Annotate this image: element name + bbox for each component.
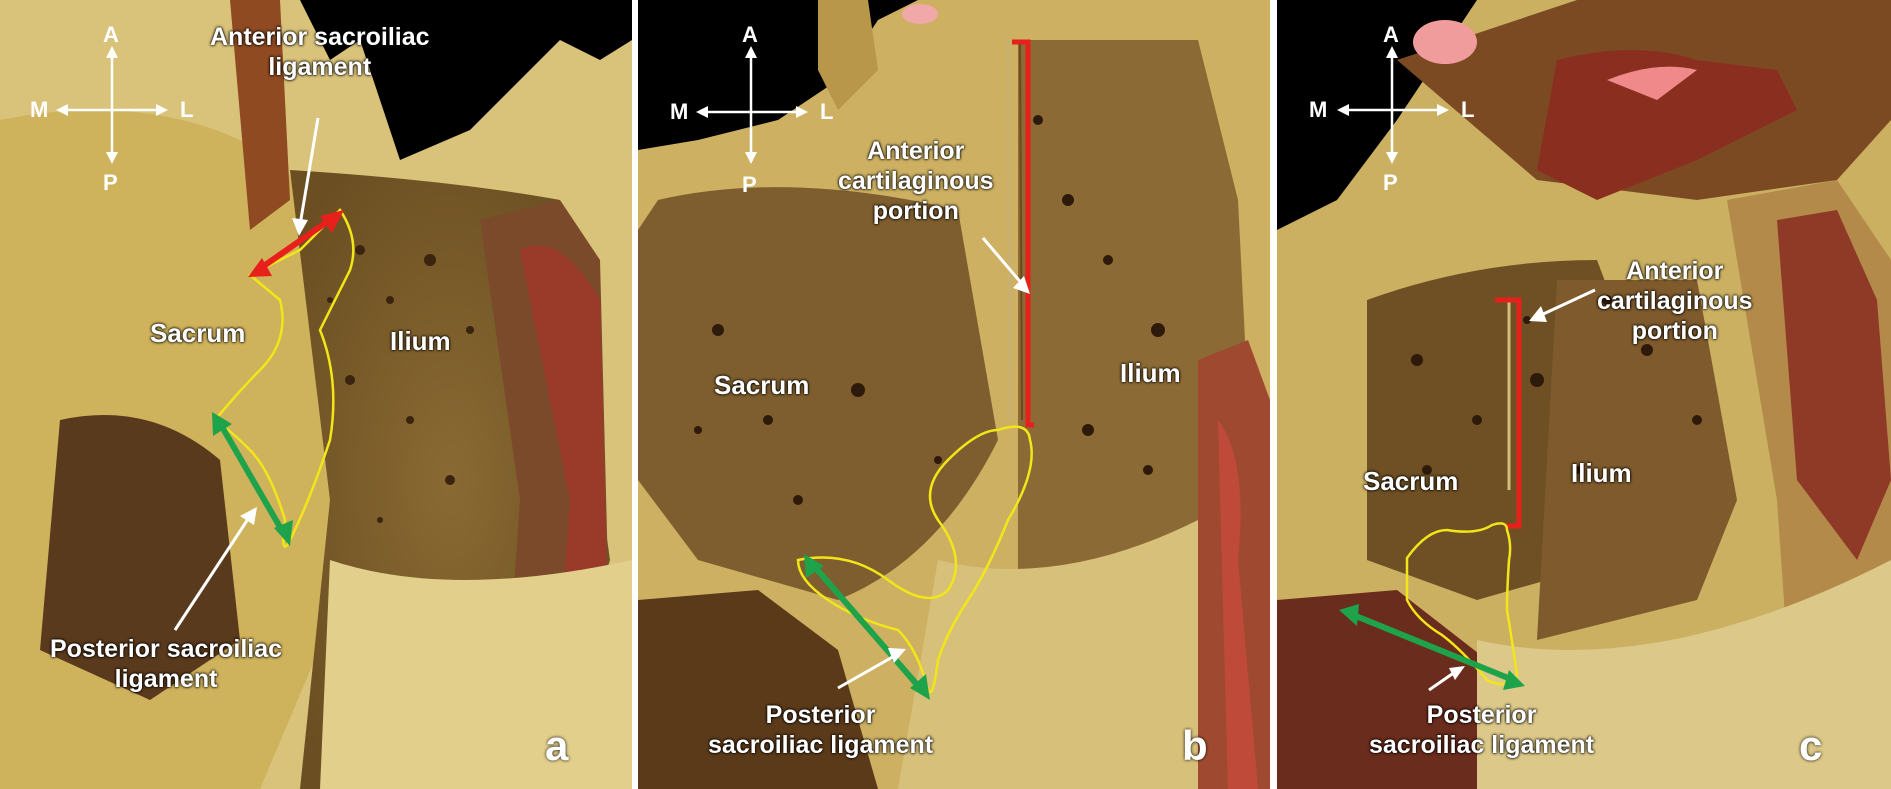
orientation-cross-c bbox=[1337, 46, 1449, 164]
anterior-sacroiliac-ligament-label: Anterior sacroiliac ligament bbox=[210, 23, 430, 81]
sacrum-label: Sacrum bbox=[1363, 466, 1459, 496]
anterior-cartilaginous-bracket-c bbox=[1495, 297, 1522, 529]
panel-b: A P M L Anterior cartilaginous portion S… bbox=[638, 0, 1270, 789]
orientation-p-label: P bbox=[103, 170, 118, 195]
orientation-l-label: L bbox=[1461, 97, 1475, 122]
orientation-a-label: A bbox=[742, 22, 758, 47]
anterior-cartilaginous-portion-label: Anterior cartilaginous portion bbox=[1597, 257, 1753, 345]
sacrum-label: Sacrum bbox=[714, 370, 810, 400]
orientation-l-label: L bbox=[180, 97, 194, 122]
orientation-a-label: A bbox=[103, 22, 119, 47]
posterior-sacroiliac-ligament-label: Posterior sacroiliac ligament bbox=[708, 701, 934, 759]
specimen-image-b bbox=[638, 0, 1270, 789]
joint-outline-a bbox=[213, 208, 355, 548]
orientation-p-label: P bbox=[742, 172, 757, 197]
posterior-ligament-arrow-c bbox=[1339, 604, 1525, 690]
orientation-l-label: L bbox=[820, 99, 834, 124]
sacrum-label: Sacrum bbox=[150, 318, 246, 348]
orientation-cross-a bbox=[56, 46, 168, 164]
panel-letter-a: a bbox=[545, 722, 569, 769]
anterior-cartilaginous-bracket-b bbox=[1012, 39, 1034, 428]
anterior-cartilaginous-portion-label: Anterior cartilaginous portion bbox=[838, 137, 994, 225]
ilium-label: Ilium bbox=[390, 326, 451, 356]
specimen-image-a bbox=[0, 0, 632, 789]
panel-letter-c: c bbox=[1799, 722, 1823, 769]
panel-c: A P M L Anterior cartilaginous portion S… bbox=[1277, 0, 1891, 789]
posterior-sacroiliac-ligament-label: Posterior sacroiliac ligament bbox=[1369, 701, 1595, 759]
orientation-m-label: M bbox=[30, 97, 49, 122]
orientation-m-label: M bbox=[670, 99, 689, 124]
ilium-label: Ilium bbox=[1120, 358, 1181, 388]
orientation-m-label: M bbox=[1309, 97, 1328, 122]
joint-outline-c bbox=[1405, 522, 1519, 686]
specimen-image-c bbox=[1277, 0, 1891, 789]
panel-a: A P M L Anterior sacroiliac ligament Sac… bbox=[0, 0, 632, 789]
joint-outline-b bbox=[796, 425, 1033, 694]
panel-letter-b: b bbox=[1182, 722, 1208, 769]
orientation-p-label: P bbox=[1383, 170, 1398, 195]
anterior-ligament-arrow bbox=[248, 210, 344, 277]
posterior-ligament-arrow-b bbox=[804, 554, 930, 700]
orientation-a-label: A bbox=[1383, 22, 1399, 47]
posterior-ligament-arrow bbox=[212, 412, 293, 546]
orientation-cross-b bbox=[696, 46, 808, 164]
ilium-label: Ilium bbox=[1571, 458, 1632, 488]
posterior-sacroiliac-ligament-label: Posterior sacroiliac ligament bbox=[50, 635, 283, 693]
